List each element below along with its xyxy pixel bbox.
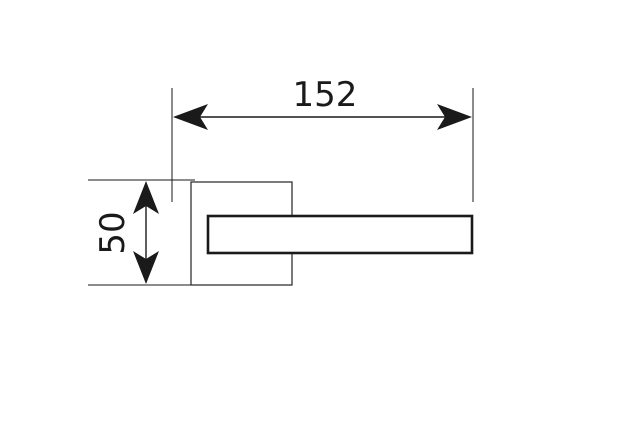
- length-arrow-left: [173, 104, 208, 130]
- height-arrow-top: [133, 181, 159, 214]
- height-arrow-bottom: [133, 251, 159, 284]
- height-dimension-label: 50: [93, 211, 133, 254]
- length-dimension-label: 152: [293, 75, 358, 115]
- lever-handle: [206, 214, 474, 255]
- length-arrow-right: [437, 104, 472, 130]
